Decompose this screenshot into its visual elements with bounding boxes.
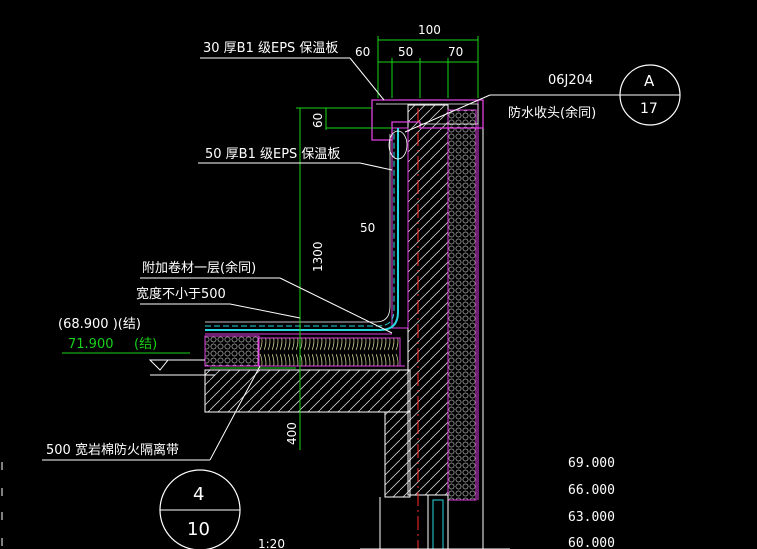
note-eps-30: 30 厚B1 级EPS 保温板 xyxy=(203,41,338,56)
leaders xyxy=(42,57,620,461)
rockwool-layer xyxy=(257,337,401,367)
parapet-wall xyxy=(407,104,449,496)
parapet-coping xyxy=(371,99,484,141)
note-extra-membrane: 附加卷材一层(余同) xyxy=(142,260,256,276)
section-mark: 4 10 1:20 xyxy=(159,469,285,549)
elevation-item: 69.000 xyxy=(568,456,615,471)
detail-reference-circle: A 17 xyxy=(619,64,681,126)
roof-slab xyxy=(204,369,411,413)
elevation-item: 66.000 xyxy=(568,483,615,498)
level-mark: (68.900 )(结) 71.900 (结) xyxy=(58,317,215,376)
lower-wall xyxy=(384,411,411,498)
dimensions: 100 60 50 70 60 1300 400 50 xyxy=(210,23,479,450)
outer-eps-board xyxy=(447,109,477,501)
note-waterproof-end: 防水收头(余同) xyxy=(508,105,596,121)
dim-60-top: 60 xyxy=(355,45,370,59)
dim-70-top: 70 xyxy=(448,45,463,59)
dim-1300: 1300 xyxy=(311,241,325,272)
struct-level: (68.900 )(结) xyxy=(58,317,141,332)
note-width-min: 宽度不小于500 xyxy=(136,286,226,302)
detail-atlas: 06J204 xyxy=(548,73,593,88)
waterproof-membrane xyxy=(205,128,399,331)
structure xyxy=(204,99,510,549)
dim-60-side: 60 xyxy=(311,113,325,128)
elevation-item: 60.000 xyxy=(568,536,615,549)
note-eps-50: 50 厚B1 级EPS 保温板 xyxy=(205,147,340,162)
section-scale: 1:20 xyxy=(258,537,285,549)
detail-letter: A xyxy=(644,72,655,90)
elevation-item: 63.000 xyxy=(568,510,615,525)
dim-50-top: 50 xyxy=(398,45,413,59)
dim-100: 100 xyxy=(418,23,441,37)
dim-50-mid: 50 xyxy=(360,221,375,235)
detail-page: 17 xyxy=(640,101,658,117)
note-rockwool-belt: 500 宽岩棉防火隔离带 xyxy=(46,442,179,458)
dim-400: 400 xyxy=(285,422,299,445)
section-sheet: 10 xyxy=(187,519,210,540)
parapet-inner-eps xyxy=(391,127,409,329)
roof-screed xyxy=(204,335,260,367)
elevation-list: 69.000 66.000 63.000 60.000 xyxy=(568,456,615,549)
section-number: 4 xyxy=(193,484,204,505)
finish-level: 71.900 xyxy=(68,337,114,352)
finish-level-suffix: (结) xyxy=(134,337,157,352)
